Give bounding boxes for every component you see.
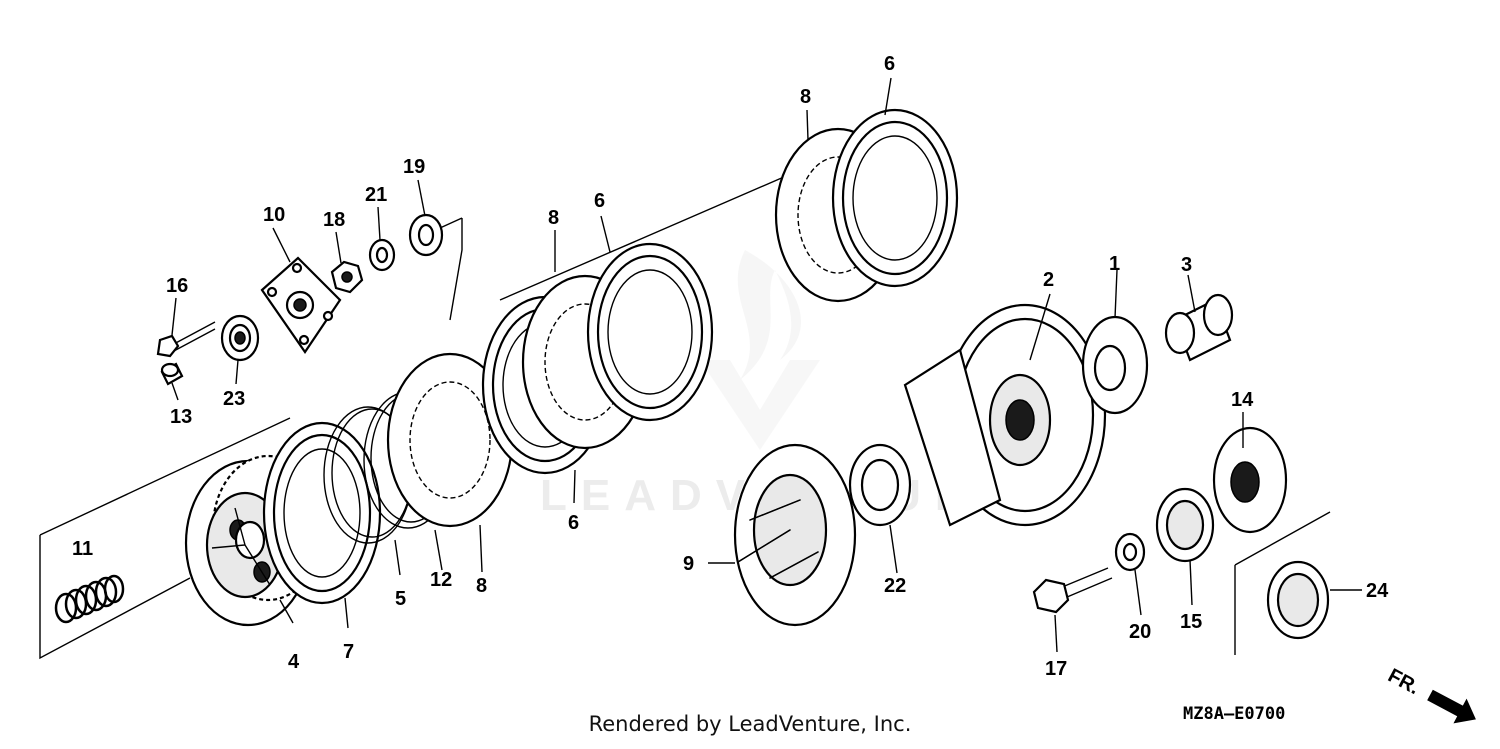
label-part-17: 17: [1045, 658, 1067, 680]
label-part-1: 1: [1109, 253, 1120, 275]
label-part-9: 9: [683, 553, 694, 575]
label-part-20: 20: [1129, 621, 1151, 643]
part-17-flange-bolt[interactable]: [1032, 567, 1113, 614]
front-direction-label: FR.: [1384, 665, 1423, 700]
label-part-23: 23: [223, 388, 245, 410]
part-1-gear[interactable]: [1081, 315, 1149, 415]
render-credit: Rendered by LeadVenture, Inc.: [588, 712, 912, 736]
part-14-drive-gear[interactable]: [1212, 426, 1288, 534]
part-23-bearing[interactable]: [220, 314, 260, 362]
part-11-clutch-springs[interactable]: [54, 574, 125, 624]
part-16-bolt[interactable]: [156, 321, 216, 358]
label-part-2: 2: [1043, 269, 1054, 291]
label-part-10: 10: [263, 204, 285, 226]
part-13-lifter-rod[interactable]: [160, 362, 184, 386]
label-part-21: 21: [365, 184, 387, 206]
part-9-clutch-center[interactable]: [733, 443, 857, 627]
part-20-washer[interactable]: [1114, 532, 1146, 572]
label-part-12: 12: [430, 569, 452, 591]
label-part-6a: 6: [594, 190, 605, 212]
label-part-22: 22: [884, 575, 906, 597]
part-6-friction-disc-middle[interactable]: [586, 242, 714, 422]
part-24-boundary: [1234, 511, 1331, 655]
label-part-6c: 6: [884, 53, 895, 75]
part-18-nut[interactable]: [330, 260, 364, 294]
part-7-friction-disc[interactable]: [262, 421, 382, 605]
label-part-14: 14: [1231, 389, 1254, 411]
left-assembly-boundary: [39, 169, 801, 660]
label-part-19: 19: [403, 156, 425, 178]
part-21-washer[interactable]: [368, 238, 396, 272]
part-19-spring-washer[interactable]: [408, 213, 444, 257]
label-part-24: 24: [1366, 580, 1389, 602]
label-part-7: 7: [343, 641, 354, 663]
leader-lines: [171, 77, 1362, 653]
part-22-thrust-washer[interactable]: [848, 443, 912, 527]
label-part-5: 5: [395, 588, 406, 610]
label-part-13: 13: [170, 406, 192, 428]
part-3-collar[interactable]: [1164, 293, 1234, 362]
label-part-11: 11: [72, 538, 93, 560]
label-part-18: 18: [323, 209, 345, 231]
part-24-guide[interactable]: [1266, 560, 1330, 640]
label-part-8c: 8: [476, 575, 487, 597]
label-part-8a: 8: [800, 86, 811, 108]
label-part-4: 4: [288, 651, 300, 673]
front-direction-arrow-icon: [1427, 689, 1476, 724]
label-part-6b: 6: [568, 512, 579, 534]
drawing-code: MZ8A—E0700: [1183, 704, 1285, 724]
part-6-friction-disc-upper[interactable]: [831, 108, 959, 288]
label-part-16: 16: [166, 275, 188, 297]
part-10-lifter-plate[interactable]: [260, 256, 342, 354]
part-15-guide[interactable]: [1155, 487, 1215, 563]
label-part-15: 15: [1180, 611, 1202, 633]
label-part-3: 3: [1181, 254, 1192, 276]
watermark-logo: [700, 250, 820, 450]
label-part-8b: 8: [548, 207, 559, 229]
part-2-clutch-outer[interactable]: [903, 303, 1107, 527]
